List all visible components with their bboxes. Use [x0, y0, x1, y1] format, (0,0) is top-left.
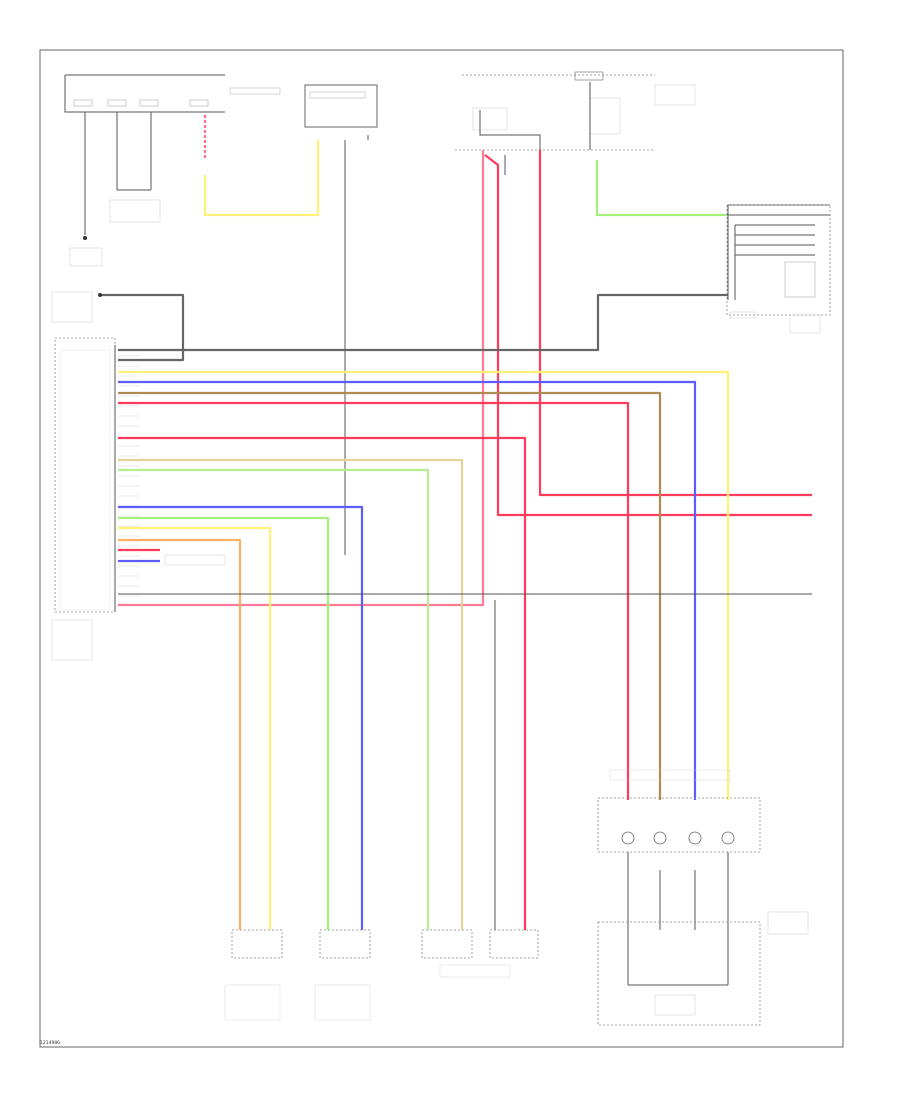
wire-green-mid	[118, 468, 430, 930]
wire-gray-right	[118, 293, 728, 352]
top-left-connector	[64, 74, 281, 267]
wire-tan	[118, 458, 464, 930]
airbag-control-module	[51, 291, 226, 661]
diagram-frame	[39, 49, 844, 1048]
wire-red-3	[538, 150, 812, 497]
clock-spring-assembly	[597, 769, 809, 1026]
wire-red-center	[118, 436, 527, 930]
wire-yellow-main	[118, 370, 730, 800]
wire-yellow-sensor	[118, 526, 272, 930]
wire-blue-main	[118, 380, 697, 800]
wire-yellow-meter	[203, 140, 320, 217]
wire-gray-left	[100, 293, 185, 362]
right-connector-block	[726, 204, 831, 334]
wire-red-2	[484, 154, 812, 517]
passenger-sensor	[421, 929, 539, 978]
meter-unit-box	[304, 84, 378, 128]
sensor-right-front	[224, 929, 283, 1021]
footer-code: 1214986	[40, 1040, 60, 1046]
wire-red-main	[118, 401, 630, 800]
wire-green-top	[595, 160, 728, 217]
wire-green-sensor	[118, 516, 330, 930]
sensor-left-front	[314, 929, 371, 1021]
wire-brown-main	[118, 391, 662, 800]
wire-blue-sensor	[118, 505, 364, 930]
wire-orange-sensor	[118, 538, 242, 930]
